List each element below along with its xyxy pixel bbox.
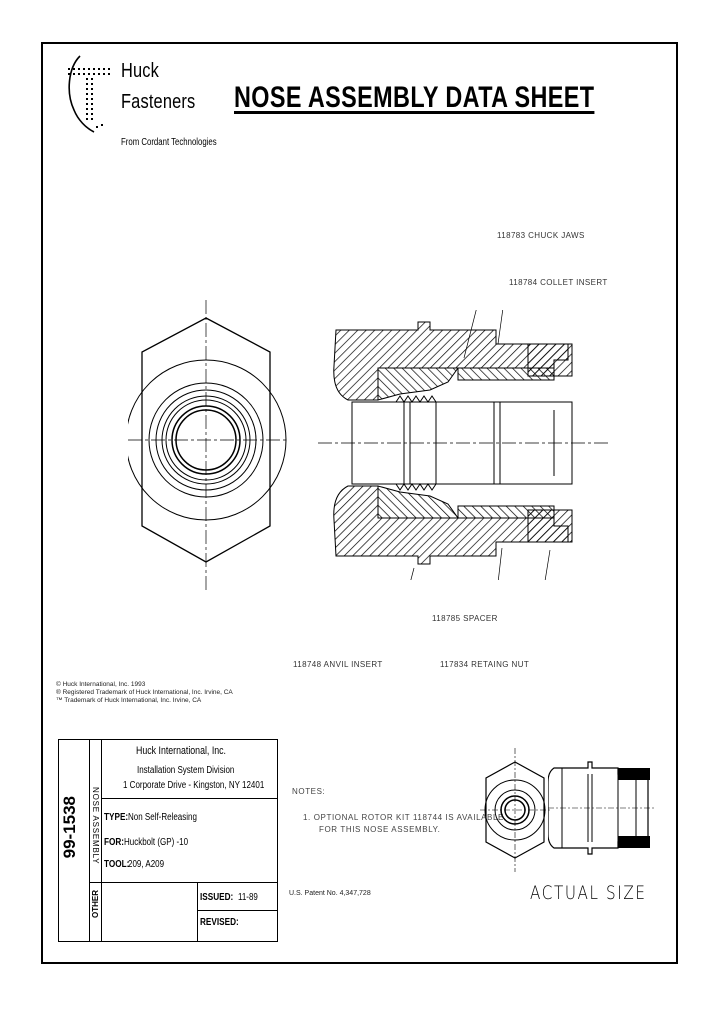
tool-label: TOOL: <box>104 859 130 870</box>
sheet-border <box>41 42 678 964</box>
other-side-label: OTHER <box>91 890 100 918</box>
notes-line2: FOR THIS NOSE ASSEMBLY. <box>319 825 441 834</box>
for-label: FOR: <box>104 837 125 848</box>
type-value: Non Self-Releasing <box>128 812 197 823</box>
brand-name-line1: Huck <box>121 60 160 82</box>
huck-logo-icon <box>68 55 110 133</box>
section-view-drawing <box>318 310 608 580</box>
callout-spacer: 118785 SPACER <box>432 614 498 623</box>
issued-value: 11-89 <box>238 892 258 903</box>
company-name: Huck International, Inc. <box>136 745 227 757</box>
copyright-line1: © Huck International, Inc. 1993 <box>56 681 146 688</box>
division-name: Installation System Division <box>137 765 235 776</box>
notes-heading: NOTES: <box>292 787 326 796</box>
notes-line1: 1. OPTIONAL ROTOR KIT 118744 IS AVAILABL… <box>303 813 504 822</box>
actual-size-side-view <box>548 761 654 855</box>
end-view-drawing <box>128 300 288 590</box>
for-value: Huckbolt (GP) -10 <box>124 837 189 848</box>
patent-number: U.S. Patent No. 4,347,728 <box>289 890 371 897</box>
company-address: 1 Corporate Drive - Kingston, NY 12401 <box>123 780 265 791</box>
tool-value: 209, A209 <box>128 859 165 870</box>
revised-label: REVISED: <box>200 917 239 928</box>
callout-retaining-nut: 117834 RETAING NUT <box>440 660 530 669</box>
callout-collet-insert: 118784 COLLET INSERT <box>509 278 608 287</box>
document-number: 99-1538 <box>60 796 79 859</box>
callout-anvil-insert: 118748 ANVIL INSERT <box>293 660 383 669</box>
nose-assembly-side-label: NOSE ASSEMBLY <box>91 787 100 865</box>
brand-subtitle: From Cordant Technologies <box>121 137 217 148</box>
actual-size-end-view <box>480 748 550 872</box>
actual-size-label: ACTUAL SIZE <box>530 882 647 904</box>
copyright-line2: ® Registered Trademark of Huck Internati… <box>56 689 233 696</box>
issued-label: ISSUED: <box>200 892 234 903</box>
callout-chuck-jaws: 118783 CHUCK JAWS <box>497 231 585 240</box>
page-title: NOSE ASSEMBLY DATA SHEET <box>234 81 595 114</box>
brand-name-line2: Fasteners <box>121 91 196 113</box>
type-label: TYPE: <box>104 812 129 823</box>
copyright-line3: ™ Trademark of Huck International, Inc. … <box>56 697 202 704</box>
